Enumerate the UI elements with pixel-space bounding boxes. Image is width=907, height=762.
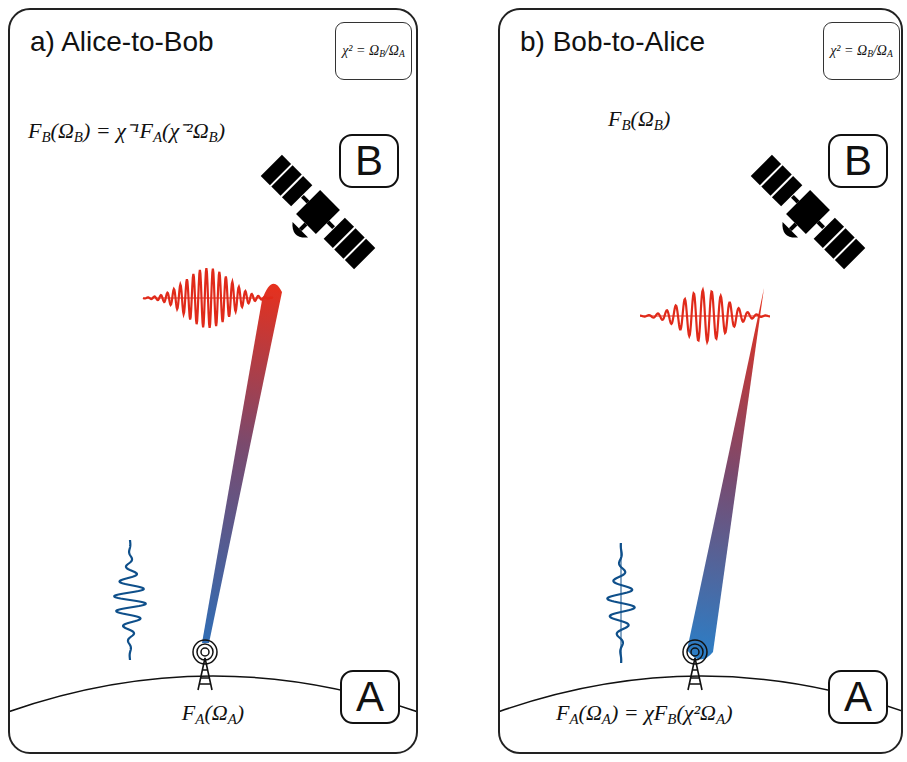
party-letter: A	[844, 676, 872, 718]
party-label-box: B	[339, 134, 399, 188]
spectrum-formula: FB(ΩB) = χ⁻¹FA(χ⁻²ΩB)	[28, 114, 225, 146]
light-beam	[202, 284, 282, 643]
spectrum-formula: FA(ΩA)	[182, 700, 244, 728]
ratio-box: χ² = ΩB/ΩA	[335, 22, 412, 80]
panel-title: a) Alice-to-Bob	[30, 26, 214, 58]
party-letter: B	[844, 140, 872, 182]
ground-antenna	[683, 640, 707, 690]
party-letter: B	[355, 140, 383, 182]
party-letter: A	[356, 676, 384, 718]
wave-packet	[607, 543, 634, 663]
wave-packet	[114, 540, 145, 660]
party-label-box: B	[828, 134, 888, 188]
spectrum-formula: FB(ΩB)	[608, 106, 670, 134]
spectrum-formula: FA(ΩA) = χFB(χ²ΩA)	[556, 700, 732, 728]
ratio-box: χ² = ΩB/ΩA	[823, 22, 900, 80]
panel-title: b) Bob-to-Alice	[520, 26, 705, 58]
ground-antenna	[193, 640, 217, 690]
light-beam	[687, 288, 764, 660]
wave-packet	[143, 268, 273, 328]
party-label-box: A	[828, 670, 888, 724]
scenario-panel: b) Bob-to-Alice χ² = ΩB/ΩA B A	[498, 8, 903, 754]
wave-packet	[640, 290, 770, 342]
ratio-formula: χ² = ΩB/ΩA	[830, 43, 893, 59]
party-label-box: A	[340, 670, 400, 724]
ratio-formula: χ² = ΩB/ΩA	[342, 43, 405, 59]
